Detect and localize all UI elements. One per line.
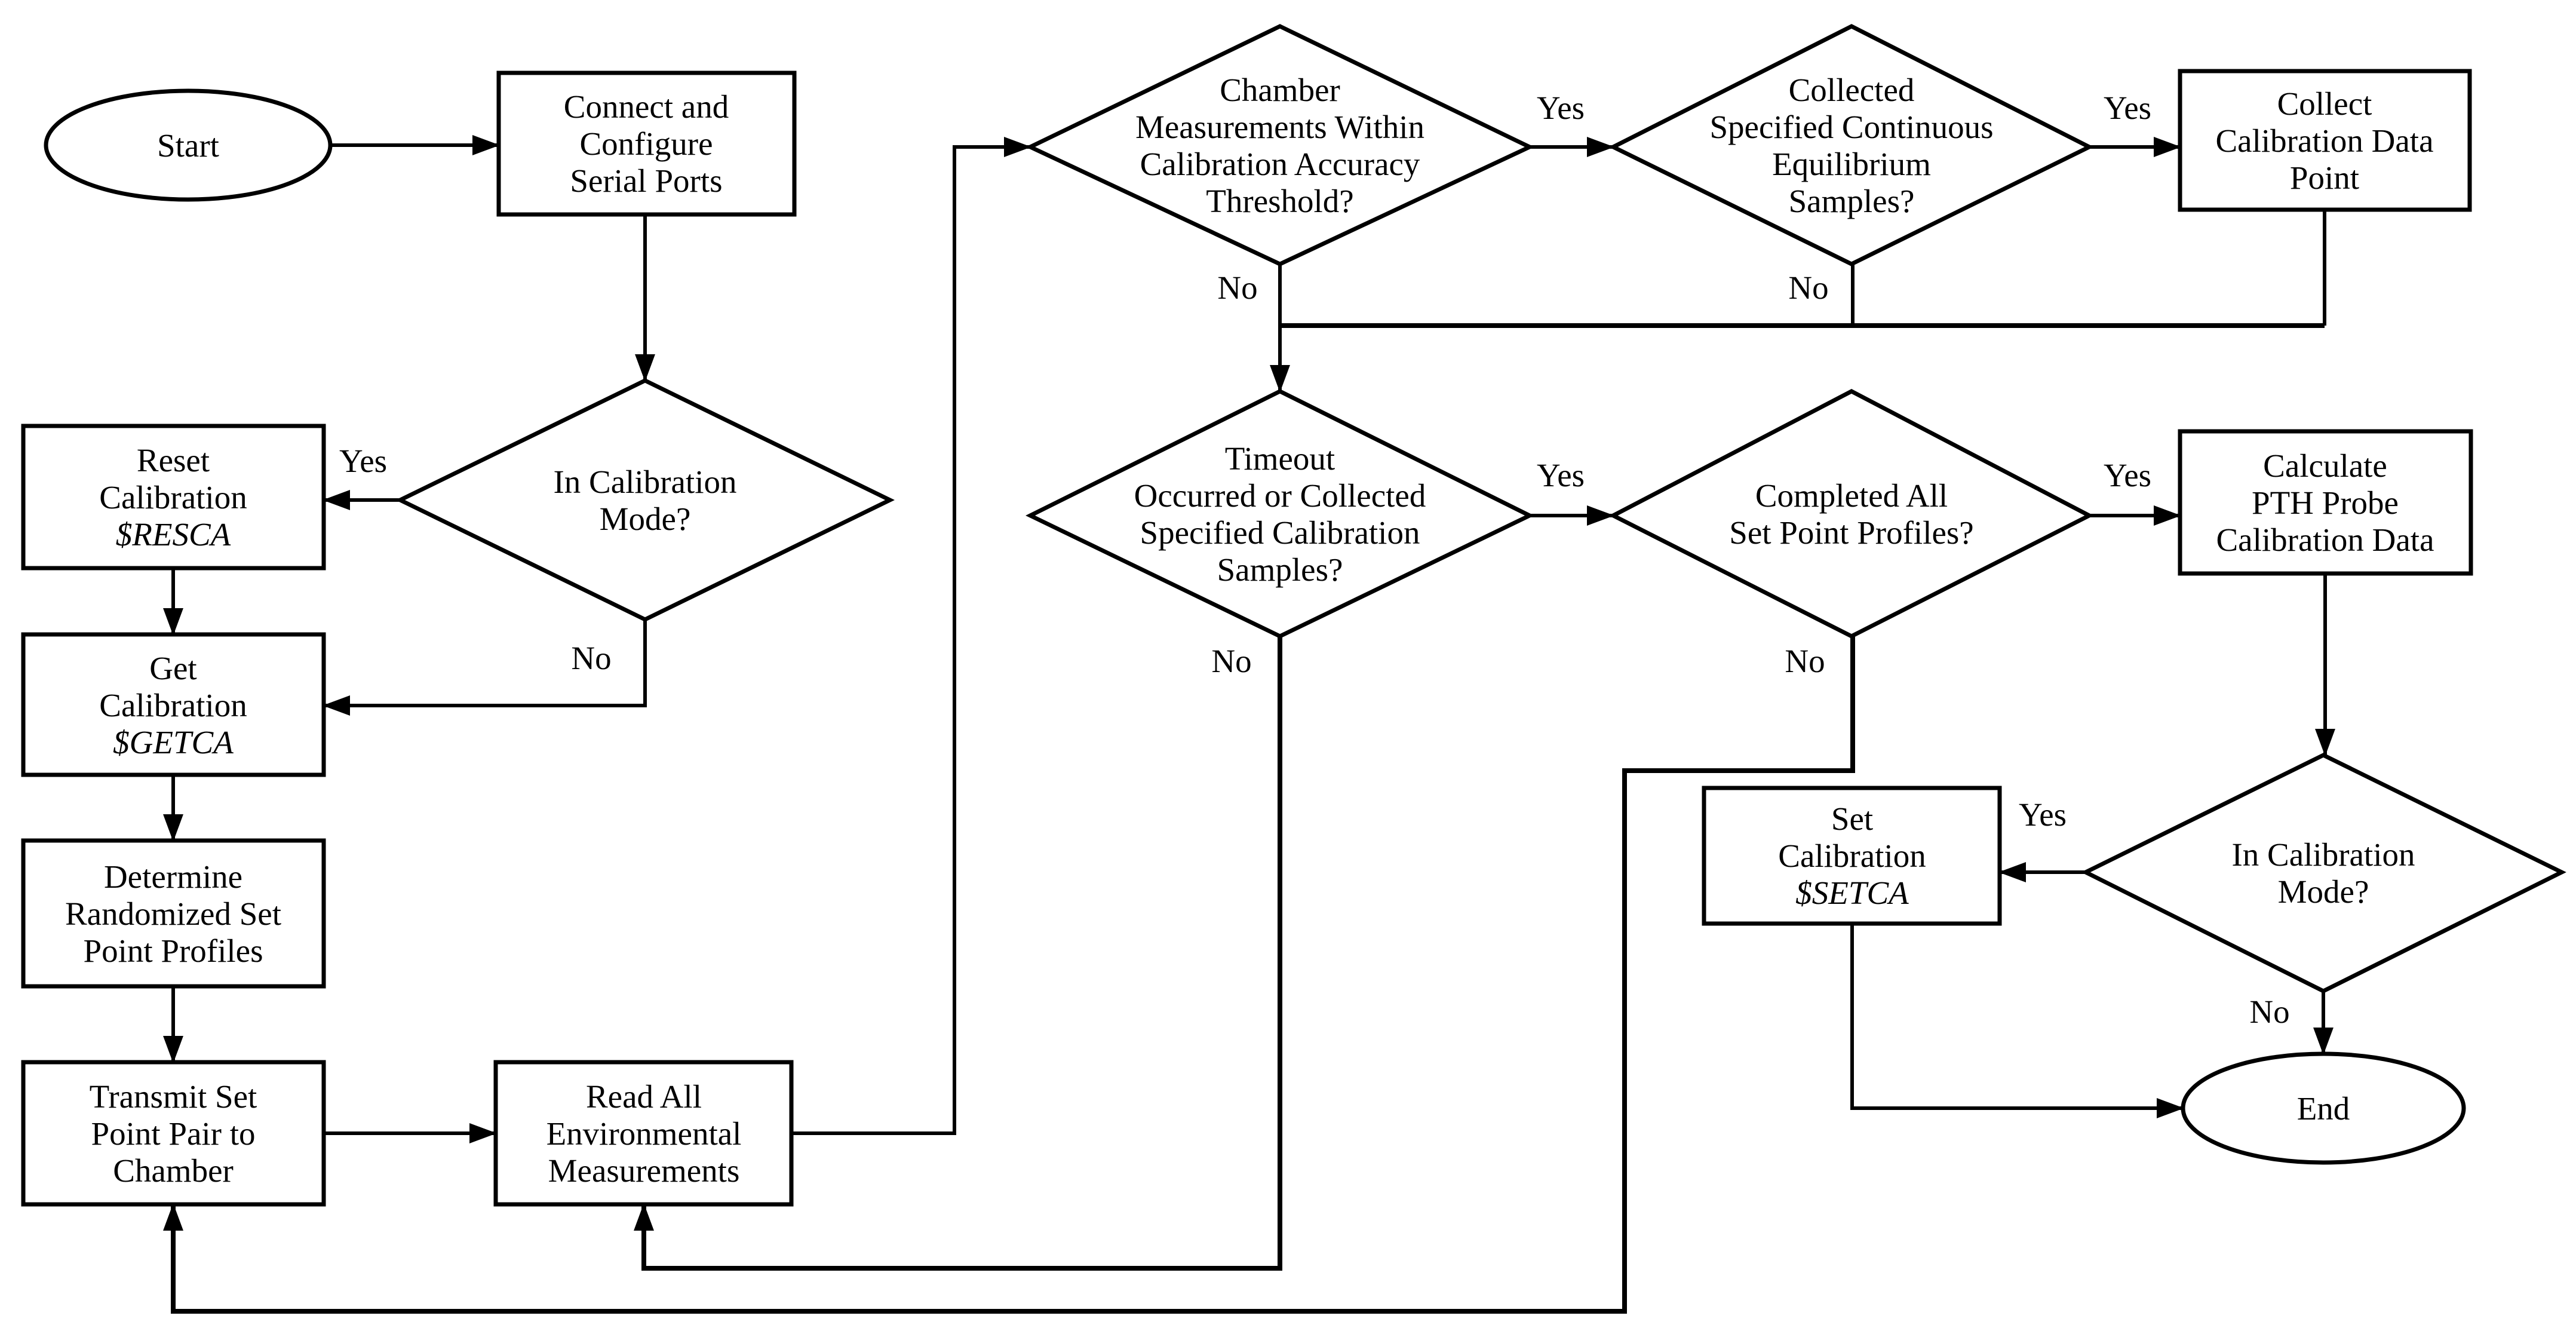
set-calibration-command: $SETCA — [1795, 875, 1909, 911]
chamber-threshold-line3: Calibration Accuracy — [1140, 146, 1420, 182]
node-labels: Start Connect and Configure Serial Ports… — [65, 72, 2434, 1189]
transmit-set-point-line3: Chamber — [113, 1152, 234, 1189]
edge-completed-no-feedback-to-transmit — [163, 636, 1855, 1314]
in-calibration-mode-1-line1: In Calibration — [553, 464, 736, 500]
edge-set-to-end — [1850, 924, 2184, 1118]
collected-equilibrium-line3: Equilibrium — [1772, 146, 1931, 182]
completed-profiles-line1: Completed All — [1755, 477, 1948, 514]
edge-incalmode1-no-to-get — [323, 620, 647, 716]
transmit-set-point-box — [21, 1060, 326, 1207]
chamber-threshold-line4: Threshold? — [1206, 183, 1353, 219]
chamber-yes-label: Yes — [1537, 90, 1585, 126]
node-shapes — [21, 24, 2566, 1207]
get-calibration-line1: Get — [149, 650, 196, 686]
collected-no-label: No — [1788, 269, 1828, 306]
timeout-no-label: No — [1211, 643, 1251, 679]
calculate-pth-line1: Calculate — [2263, 447, 2387, 484]
get-calibration-command: $GETCA — [113, 724, 234, 760]
chamber-threshold-line1: Chamber — [1220, 72, 1340, 108]
start-label: Start — [157, 127, 219, 164]
completed-profiles-diamond — [1608, 389, 2094, 639]
reset-calibration-line2: Calibration — [99, 479, 247, 516]
completed-profiles-line2: Set Point Profiles? — [1729, 514, 1973, 551]
set-calibration-line2: Calibration — [1778, 838, 1926, 874]
determine-profiles-box — [21, 838, 326, 989]
incalmode1-yes-label: Yes — [339, 443, 387, 479]
set-calibration-line1: Set — [1831, 801, 1873, 837]
get-calibration-box — [21, 632, 326, 777]
collected-equilibrium-line4: Samples? — [1789, 183, 1915, 219]
determine-profiles-line2: Randomized Set — [65, 896, 281, 932]
reset-calibration-command: $RESCA — [116, 516, 231, 553]
timeout-yes-label: Yes — [1537, 457, 1585, 493]
in-calibration-mode-1-diamond — [395, 378, 895, 622]
end-label: End — [2297, 1090, 2350, 1127]
connectors — [163, 135, 2335, 1314]
edge-labels: Yes No Yes No Yes No Yes No Yes No Yes N… — [339, 90, 2290, 1030]
collect-data-point-line2: Calibration Data — [2215, 122, 2433, 159]
in-calibration-mode-1-line2: Mode? — [600, 501, 691, 537]
in-calibration-mode-2-line2: Mode? — [2278, 873, 2369, 910]
in-calibration-mode-2-line1: In Calibration — [2231, 836, 2415, 873]
edge-timeout-no-feedback-to-read — [634, 636, 1282, 1271]
chamber-threshold-diamond — [1025, 24, 1535, 266]
collected-equilibrium-line1: Collected — [1789, 72, 1915, 108]
collected-equilibrium-line2: Specified Continuous — [1709, 109, 1993, 145]
reset-calibration-box — [21, 424, 326, 571]
collect-data-point-line3: Point — [2290, 160, 2359, 196]
transmit-set-point-line2: Point Pair to — [91, 1115, 255, 1152]
timeout-or-collected-line4: Samples? — [1217, 551, 1343, 588]
completed-yes-label: Yes — [2104, 457, 2151, 493]
connect-serial-line1: Connect and — [564, 88, 729, 125]
connect-serial-line3: Serial Ports — [570, 162, 722, 199]
edge-read-to-chamber — [791, 137, 1031, 1135]
collected-yes-label: Yes — [2104, 90, 2151, 126]
calculate-pth-box — [2178, 429, 2473, 576]
read-measurements-box — [493, 1060, 794, 1207]
determine-profiles-line3: Point Profiles — [84, 933, 263, 969]
chamber-no-label: No — [1217, 269, 1257, 306]
collect-data-point-box — [2178, 69, 2472, 212]
collect-data-point-line1: Collect — [2277, 85, 2372, 122]
read-measurements-line3: Measurements — [548, 1152, 740, 1189]
timeout-or-collected-diamond — [1026, 389, 1534, 639]
connect-serial-line2: Configure — [579, 125, 713, 162]
calculate-pth-line2: PTH Probe — [2252, 484, 2399, 521]
get-calibration-line2: Calibration — [99, 687, 247, 723]
connect-serial-box — [496, 70, 797, 217]
chamber-threshold-line2: Measurements Within — [1135, 109, 1424, 145]
timeout-or-collected-line2: Occurred or Collected — [1134, 477, 1426, 514]
set-calibration-box — [1702, 786, 2002, 926]
incalmode1-no-label: No — [571, 640, 611, 676]
timeout-or-collected-line3: Specified Calibration — [1140, 514, 1420, 551]
collected-equilibrium-diamond — [1608, 24, 2094, 266]
transmit-set-point-line1: Transmit Set — [90, 1078, 257, 1115]
determine-profiles-line1: Determine — [104, 858, 242, 895]
read-measurements-line2: Environmental — [546, 1115, 742, 1152]
reset-calibration-line1: Reset — [137, 442, 210, 479]
in-calibration-mode-2-diamond — [2081, 753, 2566, 993]
end-ellipse — [2181, 1051, 2466, 1165]
read-measurements-line1: Read All — [586, 1078, 702, 1115]
start-ellipse — [44, 88, 333, 202]
incalmode2-yes-label: Yes — [2019, 796, 2067, 833]
timeout-or-collected-line1: Timeout — [1225, 440, 1335, 477]
incalmode2-no-label: No — [2249, 993, 2289, 1030]
completed-no-label: No — [1785, 643, 1825, 679]
calculate-pth-line3: Calibration Data — [2216, 522, 2434, 558]
